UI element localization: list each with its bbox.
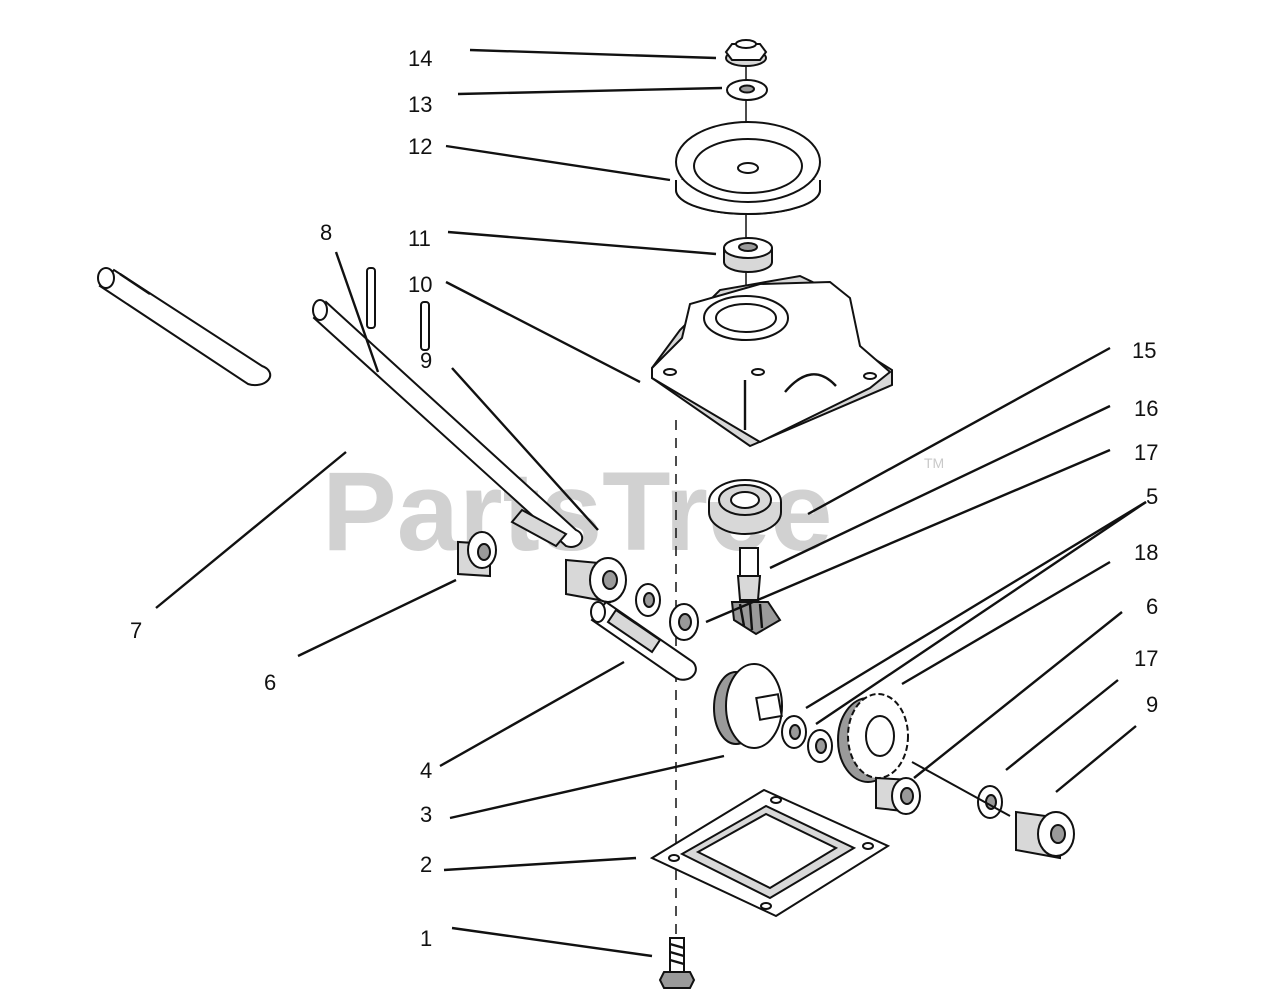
bushing-right (875, 776, 921, 815)
callout-6-left: 6 (264, 670, 276, 695)
callout-7: 7 (130, 618, 142, 643)
gear-case-cover (649, 788, 891, 918)
ball-bearing (708, 479, 782, 535)
callout-14: 14 (408, 46, 432, 71)
bearing-bushing-right (1015, 810, 1075, 860)
washer-5b-hole (815, 738, 827, 754)
callout-9-left: 9 (420, 348, 432, 373)
callout-5: 5 (1146, 484, 1158, 509)
pinion-shaft (736, 547, 762, 601)
hex-bolt (658, 937, 696, 989)
spur-gear (837, 693, 909, 783)
bearing-bushing-left (565, 557, 627, 604)
leader-lines (155, 48, 1147, 958)
callout-11: 11 (408, 226, 431, 251)
axle-extension (911, 761, 1011, 817)
roll-pins (366, 267, 430, 351)
callout-17-top: 17 (1134, 440, 1158, 465)
callout-10: 10 (408, 272, 432, 297)
callout-6-right: 6 (1146, 594, 1158, 619)
callout-15: 15 (1132, 338, 1156, 363)
washer-13 (726, 79, 768, 101)
bevel-gear (713, 663, 783, 749)
spacer-11 (723, 237, 773, 273)
callout-2: 2 (420, 852, 432, 877)
pinion-gear (730, 601, 782, 636)
callout-1: 1 (420, 926, 432, 951)
flange-nut (724, 39, 768, 67)
callout-3: 3 (420, 802, 432, 827)
pulley (675, 121, 821, 215)
axle-shaft (312, 299, 584, 548)
axle-shaft-upper (97, 267, 272, 387)
bushing-left (457, 531, 497, 578)
callout-17-bottom: 17 (1134, 646, 1158, 671)
callout-8: 8 (320, 220, 332, 245)
thrust-washer-1-hole (643, 592, 655, 608)
callout-4: 4 (420, 758, 432, 783)
gear-case-housing (651, 274, 893, 448)
callout-12: 12 (408, 134, 432, 159)
callout-16: 16 (1134, 396, 1158, 421)
washer-5a-hole (789, 724, 801, 740)
callout-18: 18 (1134, 540, 1158, 565)
callout-9-right: 9 (1146, 692, 1158, 717)
callout-13: 13 (408, 92, 432, 117)
trademark-mark: TM (924, 455, 944, 471)
drive-shaft (590, 600, 697, 681)
thrust-washer-2-hole (678, 613, 692, 631)
